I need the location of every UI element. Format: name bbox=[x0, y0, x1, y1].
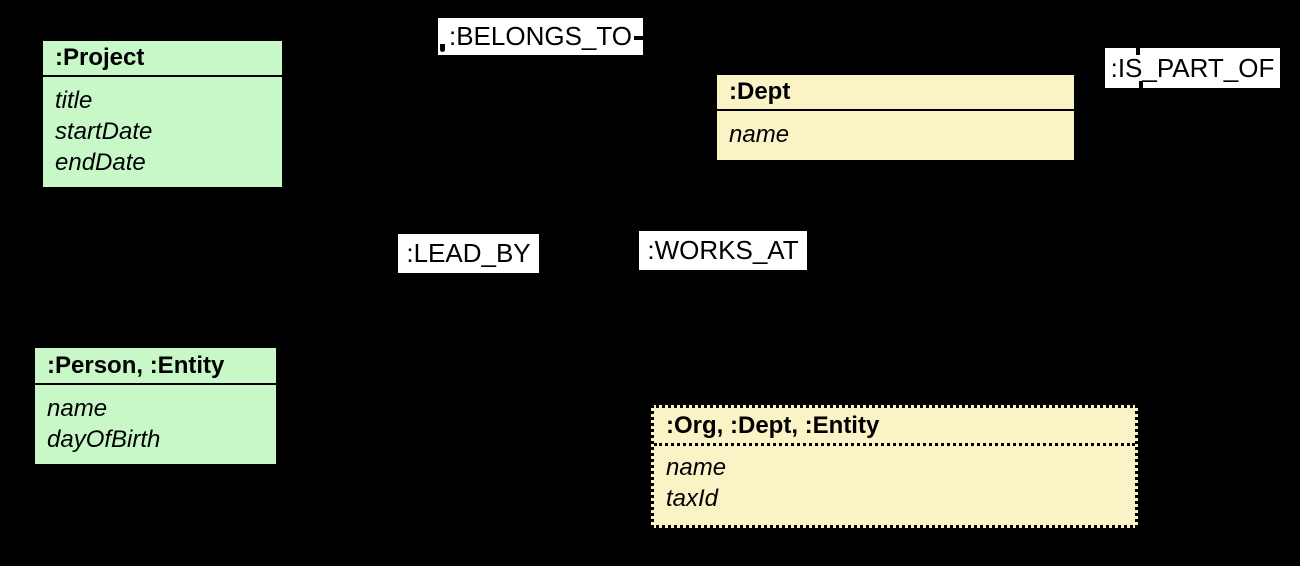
connector-stub bbox=[440, 44, 445, 52]
node-attribute: taxId bbox=[666, 485, 719, 512]
relationship-label-works-at[interactable]: :WORKS_AT bbox=[639, 231, 807, 270]
node-header: :Project bbox=[43, 41, 282, 77]
connector-stub bbox=[505, 229, 527, 245]
connector-stub bbox=[1139, 81, 1143, 88]
node-org-dept-entity[interactable]: :Org, :Dept, :Entity name taxId bbox=[651, 405, 1138, 528]
node-header: :Person, :Entity bbox=[35, 348, 276, 385]
node-attribute: title bbox=[55, 87, 93, 114]
node-attribute: name bbox=[666, 454, 727, 481]
connector-stub bbox=[656, 261, 680, 277]
node-project[interactable]: :Project title startDate endDate bbox=[41, 39, 284, 189]
node-person-entity[interactable]: :Person, :Entity name dayOfBirth bbox=[33, 346, 278, 466]
connector-stub bbox=[742, 226, 766, 242]
node-attributes: title startDate endDate bbox=[43, 77, 282, 178]
connector-stub bbox=[1136, 48, 1140, 55]
node-header: :Org, :Dept, :Entity bbox=[654, 408, 1135, 446]
connector-stub bbox=[414, 264, 442, 281]
node-attributes: name bbox=[717, 111, 1074, 150]
relationship-label-is-part-of[interactable]: :IS_PART_OF bbox=[1105, 48, 1280, 88]
connector-stub bbox=[634, 36, 649, 40]
node-attribute: endDate bbox=[55, 149, 146, 176]
node-header: :Dept bbox=[717, 75, 1074, 111]
node-attribute: name bbox=[729, 121, 790, 148]
relationship-label-belongs-to[interactable]: :BELONGS_TO bbox=[438, 18, 643, 55]
node-attribute: startDate bbox=[55, 118, 153, 145]
node-dept[interactable]: :Dept name bbox=[715, 73, 1076, 162]
node-attribute: dayOfBirth bbox=[47, 426, 161, 453]
node-attributes: name dayOfBirth bbox=[35, 385, 276, 455]
node-attributes: name taxId bbox=[654, 446, 1135, 514]
node-attribute: name bbox=[47, 395, 108, 422]
